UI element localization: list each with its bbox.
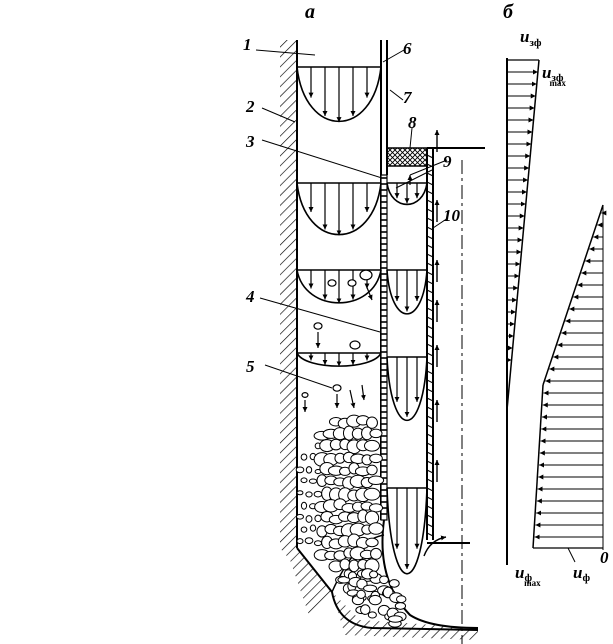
sediment-grain (396, 596, 405, 603)
u-f-leader (568, 548, 575, 562)
sediment-grain (364, 440, 379, 451)
sediment-grain (306, 516, 312, 523)
particle (360, 270, 372, 280)
sediment-grain (296, 467, 304, 473)
sediment-grain (309, 479, 316, 483)
label-4: 4 (245, 287, 255, 306)
label-u-f-max: uфmax (515, 563, 541, 588)
u-f-envelope-lower (533, 385, 543, 548)
velocity-distribution-diagram (507, 58, 603, 565)
sediment-grain (306, 492, 312, 497)
suspended-particles (302, 270, 372, 412)
sediment-grain (368, 476, 383, 484)
label-5: 5 (246, 357, 255, 376)
label-3: 3 (245, 132, 255, 151)
sediment-grain (364, 585, 377, 591)
sediment-grain (370, 454, 383, 463)
sediment-grain (389, 580, 399, 588)
sediment-grain (370, 571, 378, 578)
channel-velocity-profiles (387, 183, 427, 574)
particle (314, 323, 322, 329)
sediment-grain (314, 541, 321, 546)
main-column-velocity-profiles (297, 67, 381, 366)
panel-label-a: а (305, 1, 315, 23)
sediment-grain (315, 515, 321, 521)
sediment-grain (367, 465, 377, 475)
sediment-grain (301, 502, 306, 509)
particle (328, 280, 336, 286)
apparatus-drawing (256, 40, 485, 644)
u-f-envelope-upper (543, 205, 603, 385)
label-7: 7 (403, 88, 413, 107)
sediment-grain (380, 576, 389, 584)
particle (348, 280, 356, 286)
sediment-grain (366, 538, 378, 547)
sediment-grain (368, 612, 376, 618)
sediment-grain (297, 514, 304, 519)
sediment-grain (301, 454, 307, 460)
particle-trail (366, 285, 372, 300)
sediment-grain (310, 525, 315, 531)
sediment-grain (306, 467, 311, 473)
label-10: 10 (443, 206, 461, 225)
sediment-grain (370, 429, 382, 437)
label-9: 9 (443, 152, 452, 171)
filter-element-8 (387, 148, 427, 166)
sediment-grain (314, 491, 322, 497)
sediment-grain (364, 488, 380, 500)
u-f-arrows (535, 213, 603, 537)
panel-label-b: б (503, 1, 514, 23)
perforated-wall-4 (381, 175, 387, 520)
particle-trail (350, 390, 354, 408)
label-1: 1 (243, 35, 252, 54)
label-u-f: uф (573, 563, 590, 584)
sediment-grain (395, 603, 405, 610)
sediment-grain (340, 559, 350, 570)
sediment-grain (301, 527, 307, 532)
label-6: 6 (403, 39, 412, 58)
particle (302, 393, 308, 398)
label-u-zf: uзф (520, 27, 542, 49)
label-2: 2 (245, 97, 255, 116)
label-zero: 0 (600, 548, 609, 567)
sediment-grain (371, 548, 382, 559)
sediment-grain (357, 590, 366, 598)
sediment-grain (297, 491, 303, 495)
u-zf-envelope (507, 60, 539, 410)
sediment-grain (297, 539, 303, 544)
sediment-grain (369, 595, 381, 604)
sediment-grain (369, 523, 383, 535)
particle (350, 341, 360, 349)
sediment-grain (388, 616, 402, 623)
sediment-grain (301, 478, 307, 483)
particle (333, 385, 341, 391)
label-8: 8 (408, 113, 417, 132)
label-u-zf-max: uзфmax (542, 63, 566, 88)
sediment-grain (305, 538, 313, 544)
particle-trail (362, 385, 364, 400)
